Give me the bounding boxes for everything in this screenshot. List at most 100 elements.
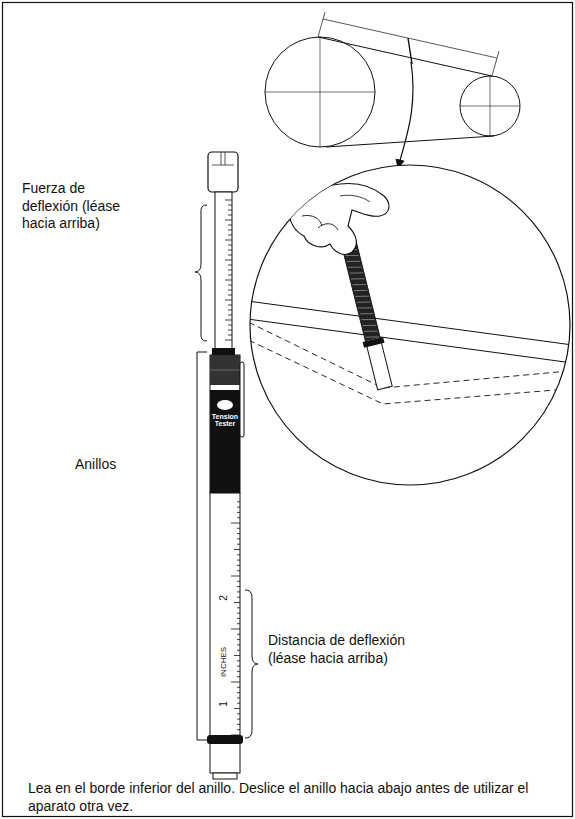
force-tick [225,240,232,241]
distance-tick [237,660,240,661]
distance-tick [237,719,240,720]
scale-number: 1 [219,701,229,707]
distance-scale-label: Distancia de deflexión (léase hacia arri… [268,632,444,667]
frame [3,3,573,817]
force-tick [228,335,232,336]
distance-tick [237,623,240,624]
distance-tick [237,517,240,518]
force-tick [225,220,232,221]
thread-stroke [352,282,365,288]
force-tick [228,230,232,231]
distance-tick [237,666,240,667]
force-tick [225,300,232,301]
distance-tick [237,697,240,698]
force-tick [228,285,232,286]
distance-tick [231,523,240,524]
distance-tick [234,708,240,709]
distance-tick [237,507,240,508]
distance-tick [231,735,240,736]
distance-tick [231,576,240,577]
thread-stroke [364,328,377,334]
force-tick [228,305,232,306]
force-tick [228,205,232,206]
distance-tick [237,703,240,704]
force-tick [228,245,232,246]
distance-tick [237,570,240,571]
force-tick [225,340,232,341]
force-tick [228,310,232,311]
thread-stroke [363,322,376,328]
magnified-view [250,165,570,485]
force-tick [228,265,232,266]
distance-tick [234,549,240,550]
distance-tick [237,676,240,677]
force-tick [228,275,232,276]
thread-stroke [348,264,361,270]
thread-stroke [354,287,367,293]
thread-stroke [355,293,368,299]
distance-tick [237,613,240,614]
distance-tick [237,729,240,730]
thread-stroke [350,270,363,276]
distance-tick [237,687,240,688]
distance-tick [237,560,240,561]
force-tick [228,235,232,236]
scale-number: 2 [219,595,229,601]
force-tick [228,215,232,216]
note-text: Lea en el borde inferior del anillo. Des… [28,780,548,815]
distance-tick [237,538,240,539]
force-tick [225,280,232,281]
thread-stroke [357,299,370,305]
force-tick [228,330,232,331]
pulley-drive [265,12,520,147]
force-tick [228,250,232,251]
distance-tick [237,501,240,502]
distance-tick [231,629,240,630]
distance-tick [237,597,240,598]
distance-tick [237,650,240,651]
distance-tick [237,591,240,592]
distance-tick [237,554,240,555]
force-tick [228,325,232,326]
distance-tick [234,602,240,603]
scale-unit: INCHES [220,647,228,677]
force-tick [228,295,232,296]
distance-tick [237,544,240,545]
distance-tick [237,671,240,672]
thread-stroke [351,276,364,282]
force-tick [225,320,232,321]
distance-tick [237,581,240,582]
pointer-arrow [398,62,413,168]
distance-tick [237,634,240,635]
force-tick [228,225,232,226]
rings-label: Anillos [75,456,116,474]
distance-tick [237,644,240,645]
thread-stroke [360,311,373,317]
force-tick [225,260,232,261]
thread-stroke [347,258,360,264]
distance-tick [237,533,240,534]
distance-tick [237,713,240,714]
force-tick [228,315,232,316]
distance-tick [237,618,240,619]
tension-tester [207,152,244,779]
force-scale-label: Fuerza de deflexión (léase hacia arriba) [22,180,122,233]
distance-tick [231,682,240,683]
brackets [195,205,258,740]
magnified-belt [240,184,575,405]
thread-stroke [358,305,371,311]
distance-tick [237,639,240,640]
distance-tick [237,586,240,587]
force-tick [225,200,232,201]
distance-tick [237,724,240,725]
force-tick [228,290,232,291]
thread-stroke [361,317,374,323]
brand-logo: Tension Tester [211,413,239,428]
force-tick [228,270,232,271]
distance-tick [237,607,240,608]
distance-tick [237,565,240,566]
distance-tick [237,692,240,693]
distance-tick [237,528,240,529]
force-tick [228,255,232,256]
